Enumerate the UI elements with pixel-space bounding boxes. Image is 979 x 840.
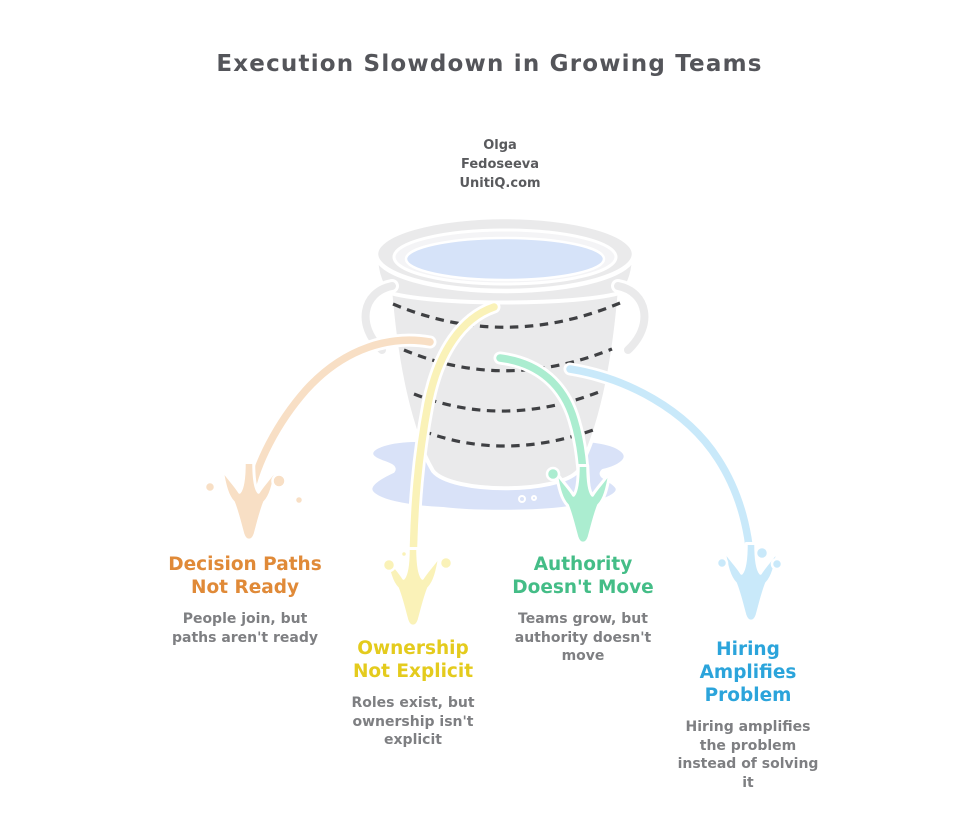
- splash-decision: [220, 461, 278, 542]
- leak-description: Roles exist, but ownership isn't explici…: [351, 695, 475, 748]
- leak-label-authority: Authority Doesn't Move Teams grow, but a…: [473, 553, 693, 666]
- droplet: [438, 555, 454, 571]
- droplet: [203, 480, 217, 494]
- leak-stream-decision: [243, 333, 437, 504]
- splash-hiring: [722, 542, 780, 623]
- leak-label-ownership: Ownership Not Explicit Roles exist, but …: [303, 637, 523, 750]
- right-handle: [614, 282, 649, 354]
- leak-heading: Ownership Not Explicit: [352, 638, 474, 682]
- page-title: Execution Slowdown in Growing Teams: [216, 51, 763, 77]
- droplet: [545, 466, 561, 482]
- leak-label-decision-paths: Decision Paths Not Ready People join, bu…: [135, 553, 355, 647]
- leak-description: Teams grow, but authority doesn't move: [514, 611, 652, 664]
- leak-heading: Decision Paths Not Ready: [168, 554, 322, 598]
- droplets: [203, 466, 784, 573]
- leak-description: Hiring amplifies the problem instead of …: [677, 719, 819, 791]
- droplet: [399, 549, 409, 559]
- dash-line-3: [413, 388, 605, 413]
- leak-label-hiring: Hiring Amplifies Problem Hiring amplifie…: [638, 638, 858, 792]
- dash-line-2: [403, 347, 613, 373]
- droplet: [271, 473, 287, 489]
- leak-heading: Authority Doesn't Move: [512, 554, 654, 598]
- leak-heading: Hiring Amplifies Problem: [699, 639, 797, 706]
- author-attribution: Olga Fedoseeva UnitiQ.com: [459, 138, 541, 191]
- water-surface: [404, 236, 606, 282]
- leak-streams: [243, 300, 758, 591]
- droplet: [715, 556, 729, 570]
- droplet: [293, 494, 305, 506]
- leak-description: People join, but paths aren't ready: [172, 611, 318, 646]
- droplet: [754, 545, 770, 561]
- droplet: [770, 557, 784, 571]
- leak-stream-ownership: [406, 300, 501, 591]
- puddle-ripple: [518, 495, 526, 503]
- leak-stream-hiring: [563, 362, 758, 585]
- dash-line-1: [392, 301, 621, 329]
- droplet: [381, 557, 397, 573]
- puddle-ripple: [531, 495, 537, 501]
